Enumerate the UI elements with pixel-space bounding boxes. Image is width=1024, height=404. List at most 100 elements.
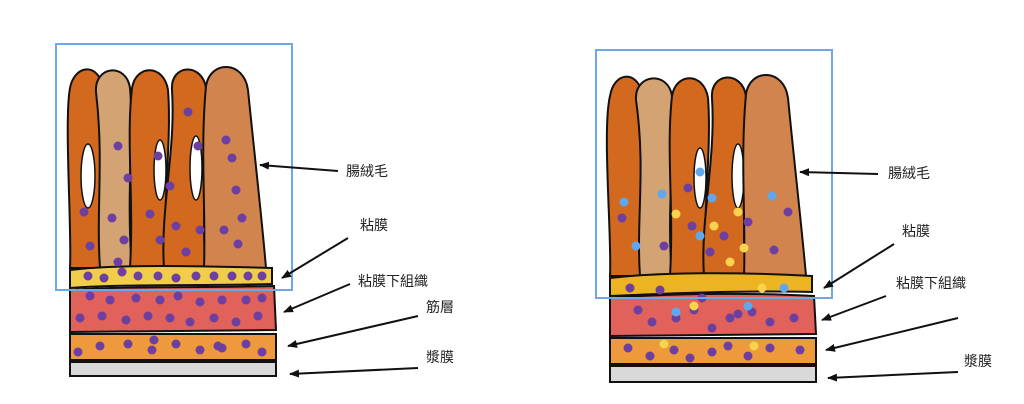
cell-dot xyxy=(669,345,679,355)
cell-dot xyxy=(795,345,805,355)
cell-dot xyxy=(195,225,205,235)
villus-lumen xyxy=(731,143,745,209)
arrow-muscle xyxy=(287,315,419,348)
villus-lumen xyxy=(189,135,203,201)
cell-dot xyxy=(171,273,181,283)
cell-dot xyxy=(209,271,219,281)
label-mucosa: 粘膜 xyxy=(360,218,388,234)
cell-dot xyxy=(155,235,165,245)
cell-dot xyxy=(145,209,155,219)
cell-dot xyxy=(237,213,247,223)
cell-dot xyxy=(707,347,717,357)
cell-dot xyxy=(131,293,141,303)
arrow-serosa xyxy=(827,371,959,382)
arrow-mucosa xyxy=(823,243,895,289)
cell-dot xyxy=(121,315,131,325)
cell-dot xyxy=(783,207,793,217)
cell-dot xyxy=(171,221,181,231)
villus xyxy=(742,74,808,277)
cell-dot xyxy=(725,313,735,323)
cell-dot xyxy=(733,207,743,217)
cell-dot xyxy=(243,271,253,281)
villi-highlight-frame xyxy=(595,49,833,299)
cell-dot xyxy=(685,353,695,363)
cell-dot xyxy=(779,283,789,293)
cell-dot xyxy=(241,339,251,349)
cell-dot xyxy=(749,341,759,351)
villus-lumen xyxy=(693,147,707,209)
cell-dot xyxy=(743,217,753,227)
label-submucosa: 粘膜下組織 xyxy=(358,274,428,290)
cell-dot xyxy=(75,313,85,323)
arrow-submucosa xyxy=(821,295,887,321)
cell-dot xyxy=(619,197,629,207)
cell-dot xyxy=(117,267,127,277)
cell-dot xyxy=(193,141,203,151)
submucosa-layer xyxy=(69,284,278,334)
label-mucosa: 粘膜 xyxy=(902,224,930,240)
cell-dot xyxy=(757,283,767,293)
cell-dot xyxy=(257,293,267,303)
cell-dot xyxy=(97,311,107,321)
cell-dot xyxy=(191,271,201,281)
muscle-layer xyxy=(609,337,817,365)
cell-dot xyxy=(79,207,89,217)
cell-dot xyxy=(689,301,699,311)
cell-dot xyxy=(153,271,163,281)
cell-dot xyxy=(241,295,251,305)
cell-dot xyxy=(725,257,735,267)
cell-dot xyxy=(623,343,633,353)
serosa-layer xyxy=(69,361,277,377)
cell-dot xyxy=(105,295,115,305)
right-intestine-section: 腸絨毛 粘膜 粘膜下組織 漿膜 xyxy=(595,49,992,383)
serosa-layer xyxy=(609,365,817,383)
villus-lumen xyxy=(153,139,167,201)
cell-dot xyxy=(617,213,627,223)
cell-dot xyxy=(789,313,799,323)
cell-dot xyxy=(147,345,157,355)
cell-dot xyxy=(687,221,697,231)
cell-dot xyxy=(659,339,669,349)
cell-dot xyxy=(765,343,775,353)
cell-dot xyxy=(655,285,665,295)
cell-dot xyxy=(85,291,95,301)
cell-dot xyxy=(769,245,779,255)
cell-dot xyxy=(257,271,267,281)
cell-dot xyxy=(709,221,719,231)
cell-dot xyxy=(707,323,717,333)
right-cell-dots xyxy=(617,167,805,363)
cell-dot xyxy=(165,181,175,191)
submucosa-layer xyxy=(609,292,818,338)
cell-dot xyxy=(173,291,183,301)
cell-dot xyxy=(133,271,143,281)
cell-dot xyxy=(707,193,717,203)
cell-dot xyxy=(85,241,95,251)
cell-dot xyxy=(695,231,705,241)
cell-dot xyxy=(657,189,667,199)
cell-dot xyxy=(209,313,219,323)
cell-dot xyxy=(705,247,715,257)
arrow-submucosa xyxy=(283,283,351,313)
cell-dot xyxy=(95,341,105,351)
villus xyxy=(202,66,268,269)
cell-dot xyxy=(767,191,777,201)
cell-dot xyxy=(165,313,175,323)
cell-dot xyxy=(113,141,123,151)
cell-dot xyxy=(719,231,729,241)
cell-dot xyxy=(217,295,227,305)
cell-dot xyxy=(645,351,655,361)
cell-dot xyxy=(671,209,681,219)
cell-dot xyxy=(99,273,109,283)
label-villi: 腸絨毛 xyxy=(346,164,388,180)
cell-dot xyxy=(733,309,743,319)
villus-lumen xyxy=(80,143,96,209)
cell-dot xyxy=(231,185,241,195)
cell-dot xyxy=(253,311,263,321)
cell-dot xyxy=(113,257,123,267)
cell-dot xyxy=(119,235,129,245)
arrow-serosa xyxy=(289,367,419,378)
cell-dot xyxy=(213,341,223,351)
cell-dot xyxy=(149,335,159,345)
cell-dot xyxy=(633,305,643,315)
